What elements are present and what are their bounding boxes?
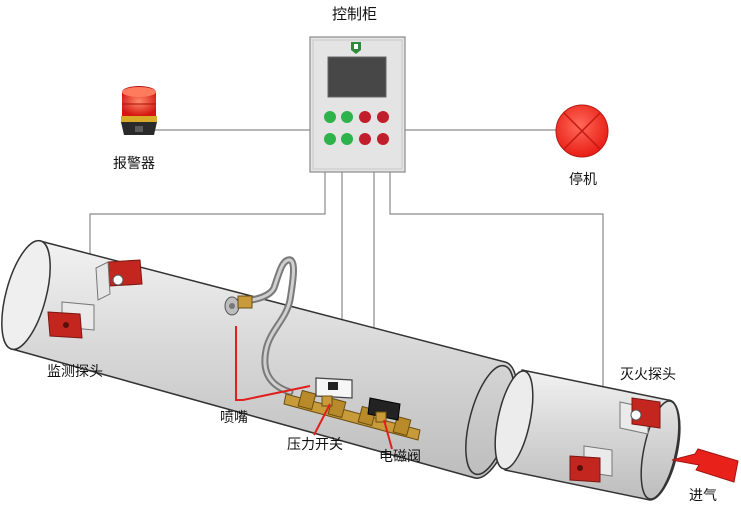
button-red-1	[359, 111, 371, 123]
callout-pressure-switch	[313, 403, 331, 436]
monitor-probe-lower	[47, 301, 95, 339]
second-pipe	[494, 369, 681, 501]
button-green-2	[341, 111, 353, 123]
wire-flame-probe	[389, 172, 604, 408]
nozzle-hose	[234, 256, 297, 396]
button-red-4	[377, 133, 389, 145]
callout-nozzle	[235, 326, 311, 401]
label-pressure-switch: 压力开关	[287, 437, 343, 453]
button-green-1	[324, 111, 336, 123]
callouts	[235, 326, 393, 450]
label-nozzle: 喷嘴	[220, 410, 248, 426]
button-green-3	[324, 133, 336, 145]
label-control-cabinet: 控制柜	[332, 5, 378, 23]
solenoid-valve	[367, 397, 401, 423]
label-air-inlet: 进气	[689, 488, 717, 504]
control-cabinet	[309, 36, 406, 173]
button-green-4	[341, 133, 353, 145]
label-solenoid-valve: 电磁阀	[379, 449, 421, 465]
wiring	[89, 129, 604, 408]
monitor-probe-upper	[95, 259, 143, 301]
air-inlet-arrow-icon	[671, 448, 739, 483]
flame-probe-lower	[569, 445, 613, 483]
label-flame-probe: 灭火探头	[620, 367, 676, 383]
label-monitor-probe: 监测探头	[47, 364, 103, 380]
cabinet-logo-icon	[351, 42, 361, 54]
flame-probe-upper	[619, 397, 661, 435]
cabinet-screen	[327, 56, 387, 98]
label-alarm: 报警器	[113, 156, 155, 172]
label-stop: 停机	[569, 172, 597, 188]
button-red-3	[359, 133, 371, 145]
stop-button-icon	[555, 104, 609, 158]
nozzle	[224, 295, 253, 316]
pressure-switch	[315, 377, 353, 407]
button-red-2	[377, 111, 389, 123]
alarm-light-icon	[121, 86, 157, 135]
wire-monitor-probe	[89, 172, 326, 262]
callout-solenoid-valve	[383, 419, 393, 450]
